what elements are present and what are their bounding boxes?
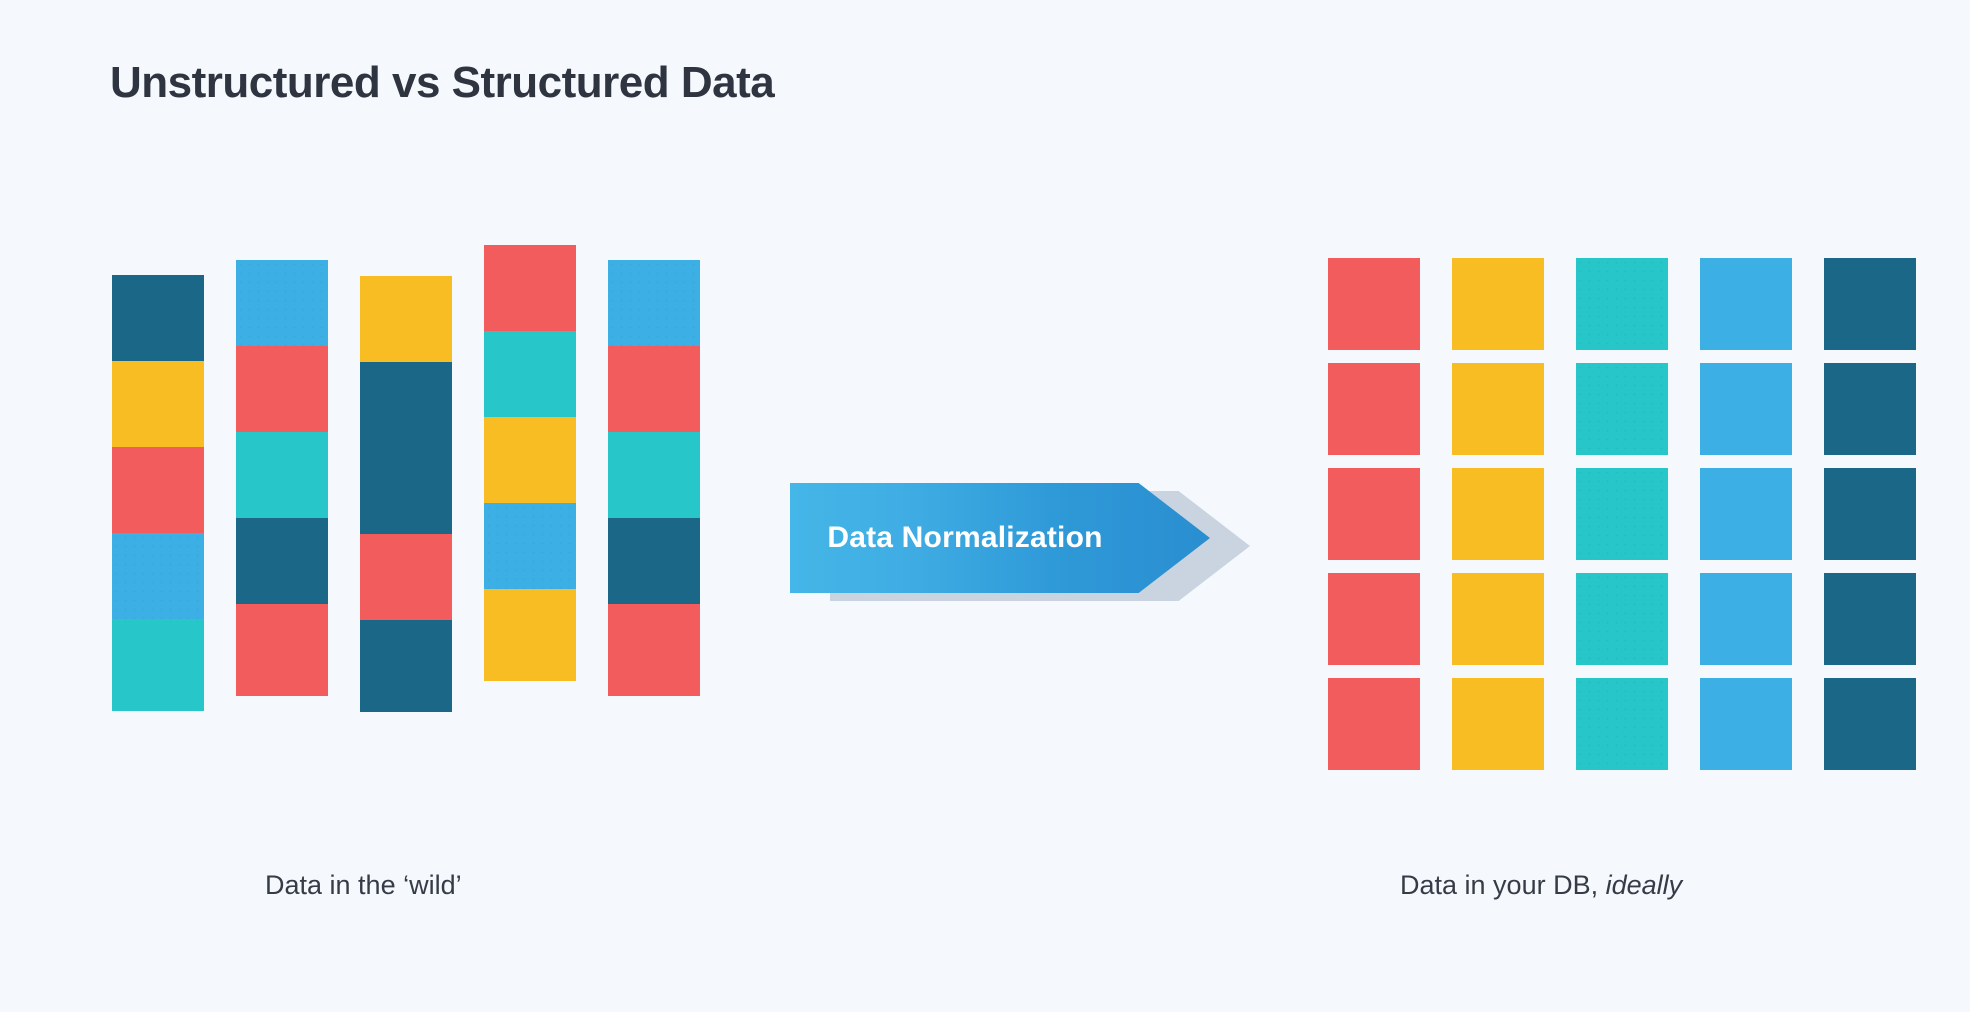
data-tile (1328, 573, 1420, 665)
data-tile (1328, 678, 1420, 770)
data-tile (1700, 468, 1792, 560)
data-tile (360, 276, 452, 368)
arrow-body-shape (790, 483, 1210, 593)
data-tile (1824, 258, 1916, 350)
data-tile (1824, 468, 1916, 560)
caption-unstructured-text: Data in the ‘wild’ (265, 870, 462, 900)
data-normalization-arrow: Data Normalization (790, 483, 1260, 607)
data-tile (484, 589, 576, 681)
data-tile (1576, 678, 1668, 770)
data-tile (360, 534, 452, 626)
caption-structured: Data in your DB, ideally (1400, 870, 1682, 901)
data-tile (1328, 468, 1420, 560)
data-tile (608, 260, 700, 352)
data-tile (1328, 258, 1420, 350)
data-tile (112, 533, 204, 625)
data-tile (236, 518, 328, 610)
caption-unstructured: Data in the ‘wild’ (265, 870, 462, 901)
data-tile (1700, 678, 1792, 770)
caption-structured-text: Data in your DB, (1400, 870, 1606, 900)
data-tile (1328, 363, 1420, 455)
data-tile (1452, 678, 1544, 770)
data-tile (608, 604, 700, 696)
data-tile (484, 417, 576, 509)
data-tile (360, 362, 452, 454)
data-tile (1824, 678, 1916, 770)
data-tile (1452, 258, 1544, 350)
structured-tile-grid (1328, 258, 1916, 798)
data-tile (608, 518, 700, 610)
caption-structured-emphasis: ideally (1605, 870, 1683, 900)
data-tile (1452, 573, 1544, 665)
data-tile (484, 245, 576, 337)
data-tile (236, 432, 328, 524)
data-tile (236, 346, 328, 438)
data-tile (1700, 573, 1792, 665)
data-tile (360, 620, 452, 712)
data-tile (236, 604, 328, 696)
data-tile (1824, 573, 1916, 665)
page-title: Unstructured vs Structured Data (110, 58, 775, 107)
data-tile (608, 432, 700, 524)
arrow-label: Data Normalization (827, 521, 1103, 554)
data-tile (1452, 363, 1544, 455)
data-tile (1700, 363, 1792, 455)
data-tile (1576, 468, 1668, 560)
data-tile (608, 346, 700, 438)
data-tile (112, 361, 204, 453)
data-tile (1824, 363, 1916, 455)
data-tile (1452, 468, 1544, 560)
data-tile (484, 503, 576, 595)
data-tile (112, 447, 204, 539)
data-tile (236, 260, 328, 352)
data-tile (1576, 363, 1668, 455)
data-tile (484, 331, 576, 423)
data-tile (112, 275, 204, 367)
data-tile (360, 448, 452, 540)
data-tile (1576, 573, 1668, 665)
data-tile (112, 619, 204, 711)
unstructured-tile-grid (112, 190, 812, 712)
data-tile (1700, 258, 1792, 350)
data-tile (1576, 258, 1668, 350)
